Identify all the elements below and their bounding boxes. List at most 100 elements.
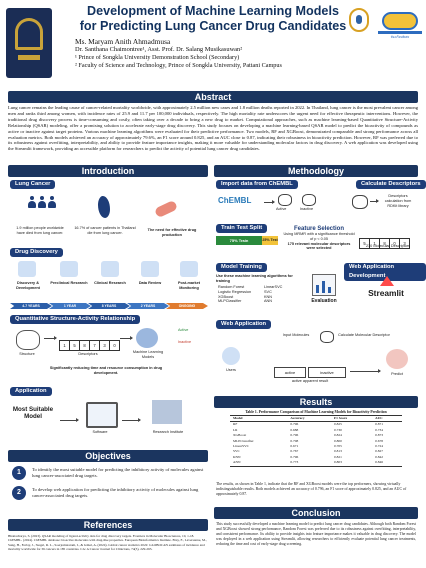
stage-label: Clinical Research: [94, 281, 126, 285]
clinical-icon: [101, 261, 119, 277]
qsar-caption: Significantly reducing time and resource…: [49, 366, 163, 375]
table-cell: KNN: [233, 454, 241, 459]
users-icon: [222, 347, 240, 365]
references-heading: References: [8, 519, 208, 531]
drug-discovery-label: Drug Discovery: [10, 248, 63, 257]
molecule-icon: [320, 331, 334, 343]
algorithm-item: SVC: [264, 289, 272, 294]
table-cell: XGBoost: [233, 433, 247, 438]
train-test-split-label: Train Test Split: [216, 224, 268, 233]
apparent-result-label: active apparent result: [291, 379, 329, 383]
table-cell: 0.842: [375, 454, 383, 459]
calc-desc-step-label: Calculate Molecular Descriptor: [338, 333, 390, 337]
application-arrow: [122, 418, 141, 422]
duration-chip: 4-7 YEARS: [10, 303, 52, 309]
active-label: Active: [276, 207, 287, 211]
input-molecules-label: Input Molecules: [282, 333, 310, 337]
objective-item: To identify the most suitable model for …: [32, 467, 204, 478]
table-cell: 0.773: [287, 460, 331, 467]
methodology-heading: Methodology: [214, 165, 418, 177]
map-shape: [98, 196, 110, 218]
calc-desc-note: Descriptors calculation from RDKit libra…: [384, 194, 412, 208]
results-table-caption: Table 1. Performance Comparison of Machi…: [245, 410, 387, 414]
train-test-bar: 75% Train 25% Test: [216, 236, 278, 245]
worldwide-icon-group: [24, 194, 84, 224]
chart-icon: [312, 274, 336, 296]
users-label: Users: [226, 368, 236, 372]
table-cell: 0.813: [333, 449, 342, 454]
logo-base-icon: [18, 55, 40, 60]
duration-chip: 1 YEAR: [49, 303, 91, 309]
school-emblem-logo: [346, 8, 372, 38]
table-header-cell: Model: [230, 414, 288, 423]
evaluation-label: Evaluation: [311, 298, 337, 304]
title-line-1: Development of Machine Learning Models: [87, 4, 339, 18]
model-training-label: Model Training: [216, 263, 267, 272]
table-cell: 0.803: [330, 460, 373, 467]
feature-selection-block: Feature Selection Using MRMR with a sign…: [283, 226, 355, 256]
objective-number: 2: [12, 486, 26, 500]
algorithms-block: Use these machine learning algorithms fo…: [216, 274, 302, 310]
person-icon: [48, 196, 56, 208]
monitoring-icon: [180, 261, 198, 277]
table-cell: 0.730: [333, 427, 342, 432]
webapp-label: Web Application: [216, 320, 272, 329]
chembl-logo-text: ChEMBL: [218, 196, 252, 205]
algorithm-item: Logistic Regression: [218, 289, 252, 294]
molecule-active-icon: [278, 194, 292, 206]
algorithm-item: KNN: [264, 294, 273, 299]
inactive-label: Inactive: [300, 207, 314, 211]
title-line-2: for Predicting Lung Cancer Drug Candidat…: [79, 19, 347, 33]
chart-bar-icon: [316, 285, 319, 293]
calc-arrow: [370, 199, 379, 203]
logo-arch-icon: [15, 18, 43, 50]
affiliation-1: ¹ Prince of Songkla University Demonstra…: [75, 54, 240, 62]
table-header-cell: Accuracy: [287, 414, 331, 423]
most-suitable-model: Most Suitable Model: [12, 406, 54, 420]
table-cell: MLPClassifier: [233, 438, 254, 443]
algorithm-item: ANN: [264, 299, 273, 304]
stage-label: Post-market Monitoring: [178, 281, 200, 290]
person-icon: [38, 196, 46, 208]
stage-label: Preclinical Research: [50, 281, 88, 285]
data-review-icon: [141, 261, 159, 277]
predict-arrow: [350, 369, 381, 373]
table-cell: 0.708: [290, 438, 299, 443]
conclusion-heading: Conclusion: [214, 507, 418, 519]
qsar-structure-label: Structure: [19, 352, 35, 356]
table-cell: 0.724: [375, 444, 383, 449]
webapp-dev-label: Web Application Development: [344, 263, 426, 281]
application-diagram: Most Suitable Model Software Research In…: [10, 398, 208, 444]
poster-title: Development of Machine Learning Models f…: [60, 4, 366, 34]
molecule-icon: [352, 195, 368, 209]
table-cell: 0.873: [375, 433, 383, 438]
table-cell: 0.796: [290, 422, 299, 427]
stat-thailand: 16.7% of cancer patients in Thailand die…: [74, 226, 136, 235]
objectives-heading: Objectives: [8, 450, 208, 462]
algorithm-item: Random Forest: [218, 285, 245, 289]
table-cell: 0.796: [290, 433, 299, 438]
predict-icon: [386, 349, 408, 369]
qsar-label: Quantitative Structure-Activity Relation…: [10, 315, 141, 324]
table-cell: 0.800: [333, 438, 342, 443]
evaluation-block: Evaluation: [304, 272, 344, 308]
train-portion: 75% Train: [216, 236, 262, 245]
table-cell: 0.688: [290, 427, 299, 432]
table-cell: 0.705: [333, 444, 342, 449]
author-advisors: Dr. Santhana Chaimontree¹, Asst. Prof. D…: [75, 46, 243, 53]
institute-building-icon: [152, 400, 182, 424]
stage-label: Discovery & Development: [16, 281, 40, 290]
molecule-icon: [16, 330, 40, 350]
medicine-icon: [152, 196, 182, 222]
calc-descriptors-diagram: Descriptors calculation from RDKit libra…: [348, 191, 416, 215]
thailand-map-icon: [92, 196, 118, 220]
import-arrow: [264, 200, 275, 204]
